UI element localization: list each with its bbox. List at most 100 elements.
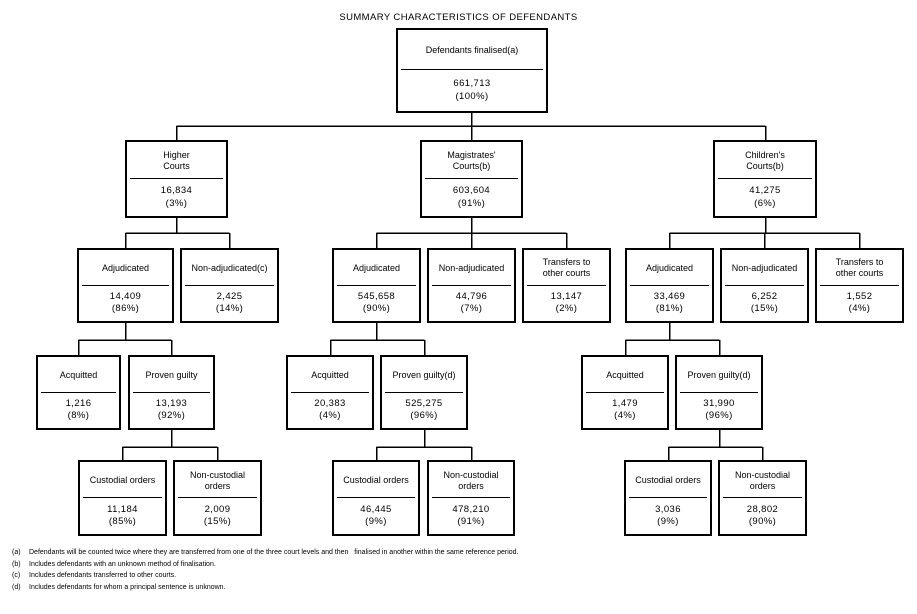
- footnote-a: (a) Defendants will be counted twice whe…: [12, 547, 892, 559]
- node-value: 13,147 (2%): [524, 286, 609, 321]
- node-value: 2,009 (15%): [175, 498, 260, 534]
- node-count: 44,796: [455, 290, 488, 302]
- node-count: 2,009: [204, 503, 231, 515]
- node-percent: (81%): [655, 303, 684, 315]
- node-label: Magistrates' Courts(b): [425, 142, 518, 180]
- footnote-b: (b) Includes defendants with an unknown …: [12, 559, 892, 571]
- node-value: 31,990 (96%): [677, 393, 761, 428]
- node-higher-courts: Higher Courts 16,834 (3%): [125, 140, 228, 218]
- node-value: 46,445 (9%): [334, 498, 418, 534]
- node-percent: (91%): [457, 197, 486, 209]
- node-count: 1,216: [65, 397, 92, 409]
- node-value: 1,479 (4%): [583, 393, 667, 428]
- node-value: 13,193 (92%): [130, 393, 213, 428]
- node-label: Custodial orders: [83, 462, 162, 499]
- node-label: Non-custodial orders: [723, 462, 802, 499]
- node-mag-acquitted: Acquitted 20,383 (4%): [286, 355, 374, 430]
- node-percent: (14%): [215, 303, 244, 315]
- node-label: Proven guilty(d): [680, 357, 758, 393]
- node-count: 31,990: [703, 397, 735, 409]
- footnote-marker: (d): [12, 583, 21, 591]
- node-higher-proven-guilty: Proven guilty 13,193 (92%): [128, 355, 215, 430]
- footnote-marker: (b): [12, 560, 21, 568]
- footnote-text: Includes defendants transferred to other…: [29, 572, 177, 579]
- node-value: 2,425 (14%): [182, 286, 277, 321]
- node-child-proven-guilty: Proven guilty(d) 31,990 (96%): [675, 355, 763, 430]
- node-percent: (9%): [365, 516, 387, 528]
- node-count: 1,479: [612, 397, 638, 409]
- node-label: Custodial orders: [629, 462, 707, 499]
- node-value: 661,713 (100%): [398, 70, 546, 111]
- node-label: Transfers to other courts: [527, 250, 606, 286]
- node-child-adjudicated: Adjudicated 33,469 (81%): [625, 248, 714, 323]
- footnote-d: (d) Includes defendants for whom a princ…: [12, 582, 892, 594]
- node-mag-custodial-orders: Custodial orders 46,445 (9%): [332, 460, 420, 536]
- node-label: Adjudicated: [337, 250, 416, 286]
- node-count: 545,658: [357, 290, 396, 302]
- node-mag-adjudicated: Adjudicated 545,658 (90%): [332, 248, 421, 323]
- node-label: Higher Courts: [130, 142, 223, 180]
- node-higher-adjudicated: Adjudicated 14,409 (86%): [77, 248, 174, 323]
- node-label: Defendants finalised(a): [401, 30, 543, 71]
- node-value: 6,252 (15%): [722, 286, 807, 321]
- node-child-acquitted: Acquitted 1,479 (4%): [581, 355, 669, 430]
- node-count: 46,445: [360, 503, 392, 515]
- node-higher-acquitted: Acquitted 1,216 (8%): [36, 355, 121, 430]
- footnote-c: (c) Includes defendants transferred to o…: [12, 570, 892, 582]
- node-label: Acquitted: [586, 357, 664, 393]
- node-mag-proven-guilty: Proven guilty(d) 525,275 (96%): [380, 355, 468, 430]
- node-value: 33,469 (81%): [627, 286, 712, 321]
- node-percent: (4%): [614, 410, 636, 422]
- node-higher-non-custodial-orders: Non-custodial orders 2,009 (15%): [173, 460, 262, 536]
- node-label: Non-adjudicated: [432, 250, 511, 286]
- node-label: Proven guilty(d): [385, 357, 463, 393]
- footnote-text: Includes defendants with an unknown meth…: [29, 560, 216, 568]
- node-count: 478,210: [452, 503, 490, 515]
- node-label: Acquitted: [41, 357, 116, 393]
- node-child-transfers: Transfers to other courts 1,552 (4%): [815, 248, 904, 323]
- node-value: 478,210 (91%): [429, 498, 513, 534]
- node-label: Proven guilty: [133, 357, 210, 393]
- node-label: Transfers to other courts: [820, 250, 899, 286]
- node-percent: (4%): [319, 410, 341, 422]
- node-count: 11,184: [107, 503, 138, 515]
- node-count: 14,409: [109, 290, 142, 302]
- footnote-text: Defendants will be counted twice where t…: [29, 549, 519, 556]
- node-value: 41,275 (6%): [715, 179, 815, 216]
- node-value: 28,802 (90%): [720, 498, 805, 534]
- node-percent: (15%): [750, 303, 779, 315]
- node-label: Children's Courts(b): [718, 142, 812, 180]
- node-defendants-finalised: Defendants finalised(a) 661,713 (100%): [396, 28, 548, 113]
- node-percent: (15%): [203, 516, 232, 528]
- node-value: 603,604 (91%): [422, 179, 521, 216]
- node-label: Custodial orders: [337, 462, 415, 499]
- node-label: Non-adjudicated: [725, 250, 804, 286]
- node-percent: (92%): [157, 410, 186, 422]
- node-label: Non-adjudicated(c): [185, 250, 274, 286]
- node-count: 28,802: [746, 503, 779, 515]
- node-percent: (96%): [410, 410, 438, 422]
- node-percent: (100%): [455, 90, 489, 102]
- node-percent: (8%): [67, 410, 90, 422]
- node-count: 16,834: [160, 185, 193, 197]
- node-value: 20,383 (4%): [288, 393, 372, 428]
- node-count: 2,425: [216, 290, 243, 302]
- node-count: 1,552: [846, 290, 873, 302]
- node-count: 20,383: [314, 397, 346, 409]
- node-higher-custodial-orders: Custodial orders 11,184 (85%): [78, 460, 167, 536]
- node-percent: (90%): [362, 303, 391, 315]
- node-higher-non-adjudicated: Non-adjudicated(c) 2,425 (14%): [180, 248, 279, 323]
- node-label: Adjudicated: [630, 250, 709, 286]
- footnote-marker: (c): [12, 572, 21, 579]
- node-count: 41,275: [749, 185, 781, 197]
- footnote-marker: (a): [12, 549, 21, 556]
- node-percent: (96%): [705, 410, 733, 422]
- node-percent: (4%): [848, 303, 871, 315]
- node-value: 14,409 (86%): [79, 286, 172, 321]
- node-percent: (9%): [657, 516, 679, 528]
- node-childrens-courts: Children's Courts(b) 41,275 (6%): [713, 140, 817, 218]
- node-label: Acquitted: [291, 357, 369, 393]
- node-child-custodial-orders: Custodial orders 3,036 (9%): [624, 460, 712, 536]
